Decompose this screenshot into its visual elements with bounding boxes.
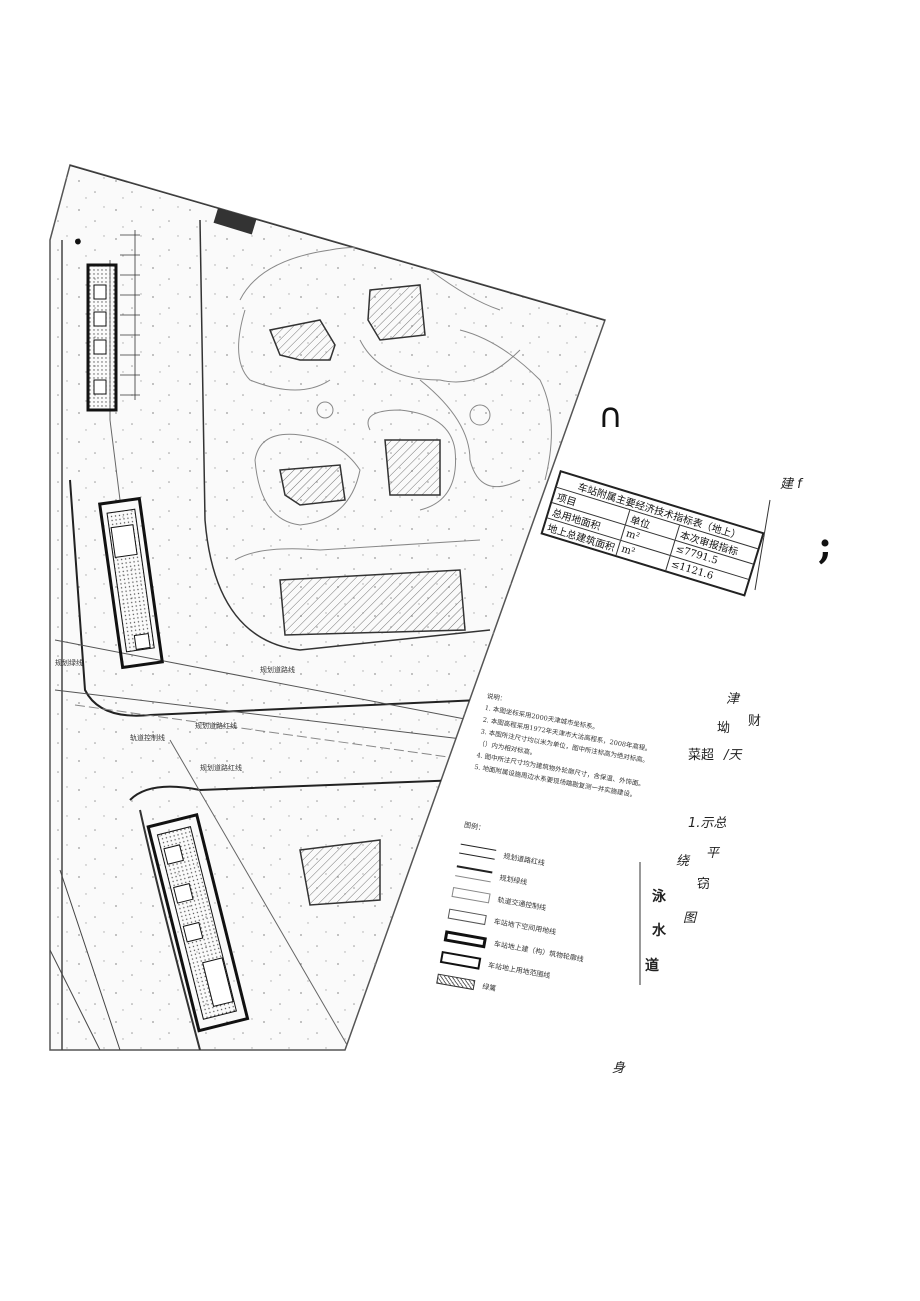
bullet-mark: •	[72, 230, 84, 254]
legend-swatch	[455, 864, 493, 882]
side-text: 身	[612, 1061, 626, 1076]
side-text: 平	[706, 846, 720, 861]
legend-label: 轨道交通控制线	[496, 895, 547, 913]
legend-swatch	[436, 973, 476, 991]
residential-buildings	[268, 284, 466, 906]
drawing-legend: 图例： 规划道路红线 规划绿线 轨道交通控制线 车站地下空间用地线 车站地上建（…	[435, 820, 604, 1014]
arch-mark: ∩	[598, 396, 623, 436]
plan-road-label-d: 规划绿线	[55, 658, 83, 667]
side-text: 财	[748, 714, 762, 729]
legend-label: 绿篱	[481, 982, 497, 993]
legend-swatch	[459, 843, 497, 860]
vertical-text: 水	[652, 923, 666, 939]
legend-swatch	[439, 950, 482, 970]
plan-road-label-c: 轨道控制线	[130, 733, 165, 742]
side-text: 窃	[697, 877, 711, 892]
legend-label: 规划道路红线	[502, 852, 546, 868]
side-text: 1.示总	[688, 816, 727, 831]
side-text: 坳	[717, 721, 731, 736]
legend-swatch	[443, 929, 488, 948]
side-text: 菜超	[688, 748, 715, 763]
plan-road-label-e: 规划道路红线	[200, 763, 242, 772]
legend-label: 规划绿线	[498, 873, 528, 887]
semicolon-mark: ;	[818, 522, 833, 567]
station-building-1	[86, 263, 118, 412]
vertical-text: 道	[645, 958, 659, 974]
legend-swatch	[451, 886, 491, 904]
side-text: 建 f	[780, 477, 802, 492]
vertical-text: 泳	[652, 889, 666, 905]
hatched-mark	[213, 207, 257, 235]
plan-road-label-a: 规划道路红线	[195, 721, 237, 730]
station-building-2	[98, 496, 164, 670]
station-building-3	[146, 812, 250, 1033]
plan-road-label-b: 规划道路线	[260, 665, 295, 674]
side-text: 图	[683, 911, 697, 926]
side-text: /天	[724, 748, 742, 763]
side-text: 绕	[676, 854, 690, 869]
legend-swatch	[447, 908, 487, 926]
side-text: 津	[726, 692, 740, 707]
